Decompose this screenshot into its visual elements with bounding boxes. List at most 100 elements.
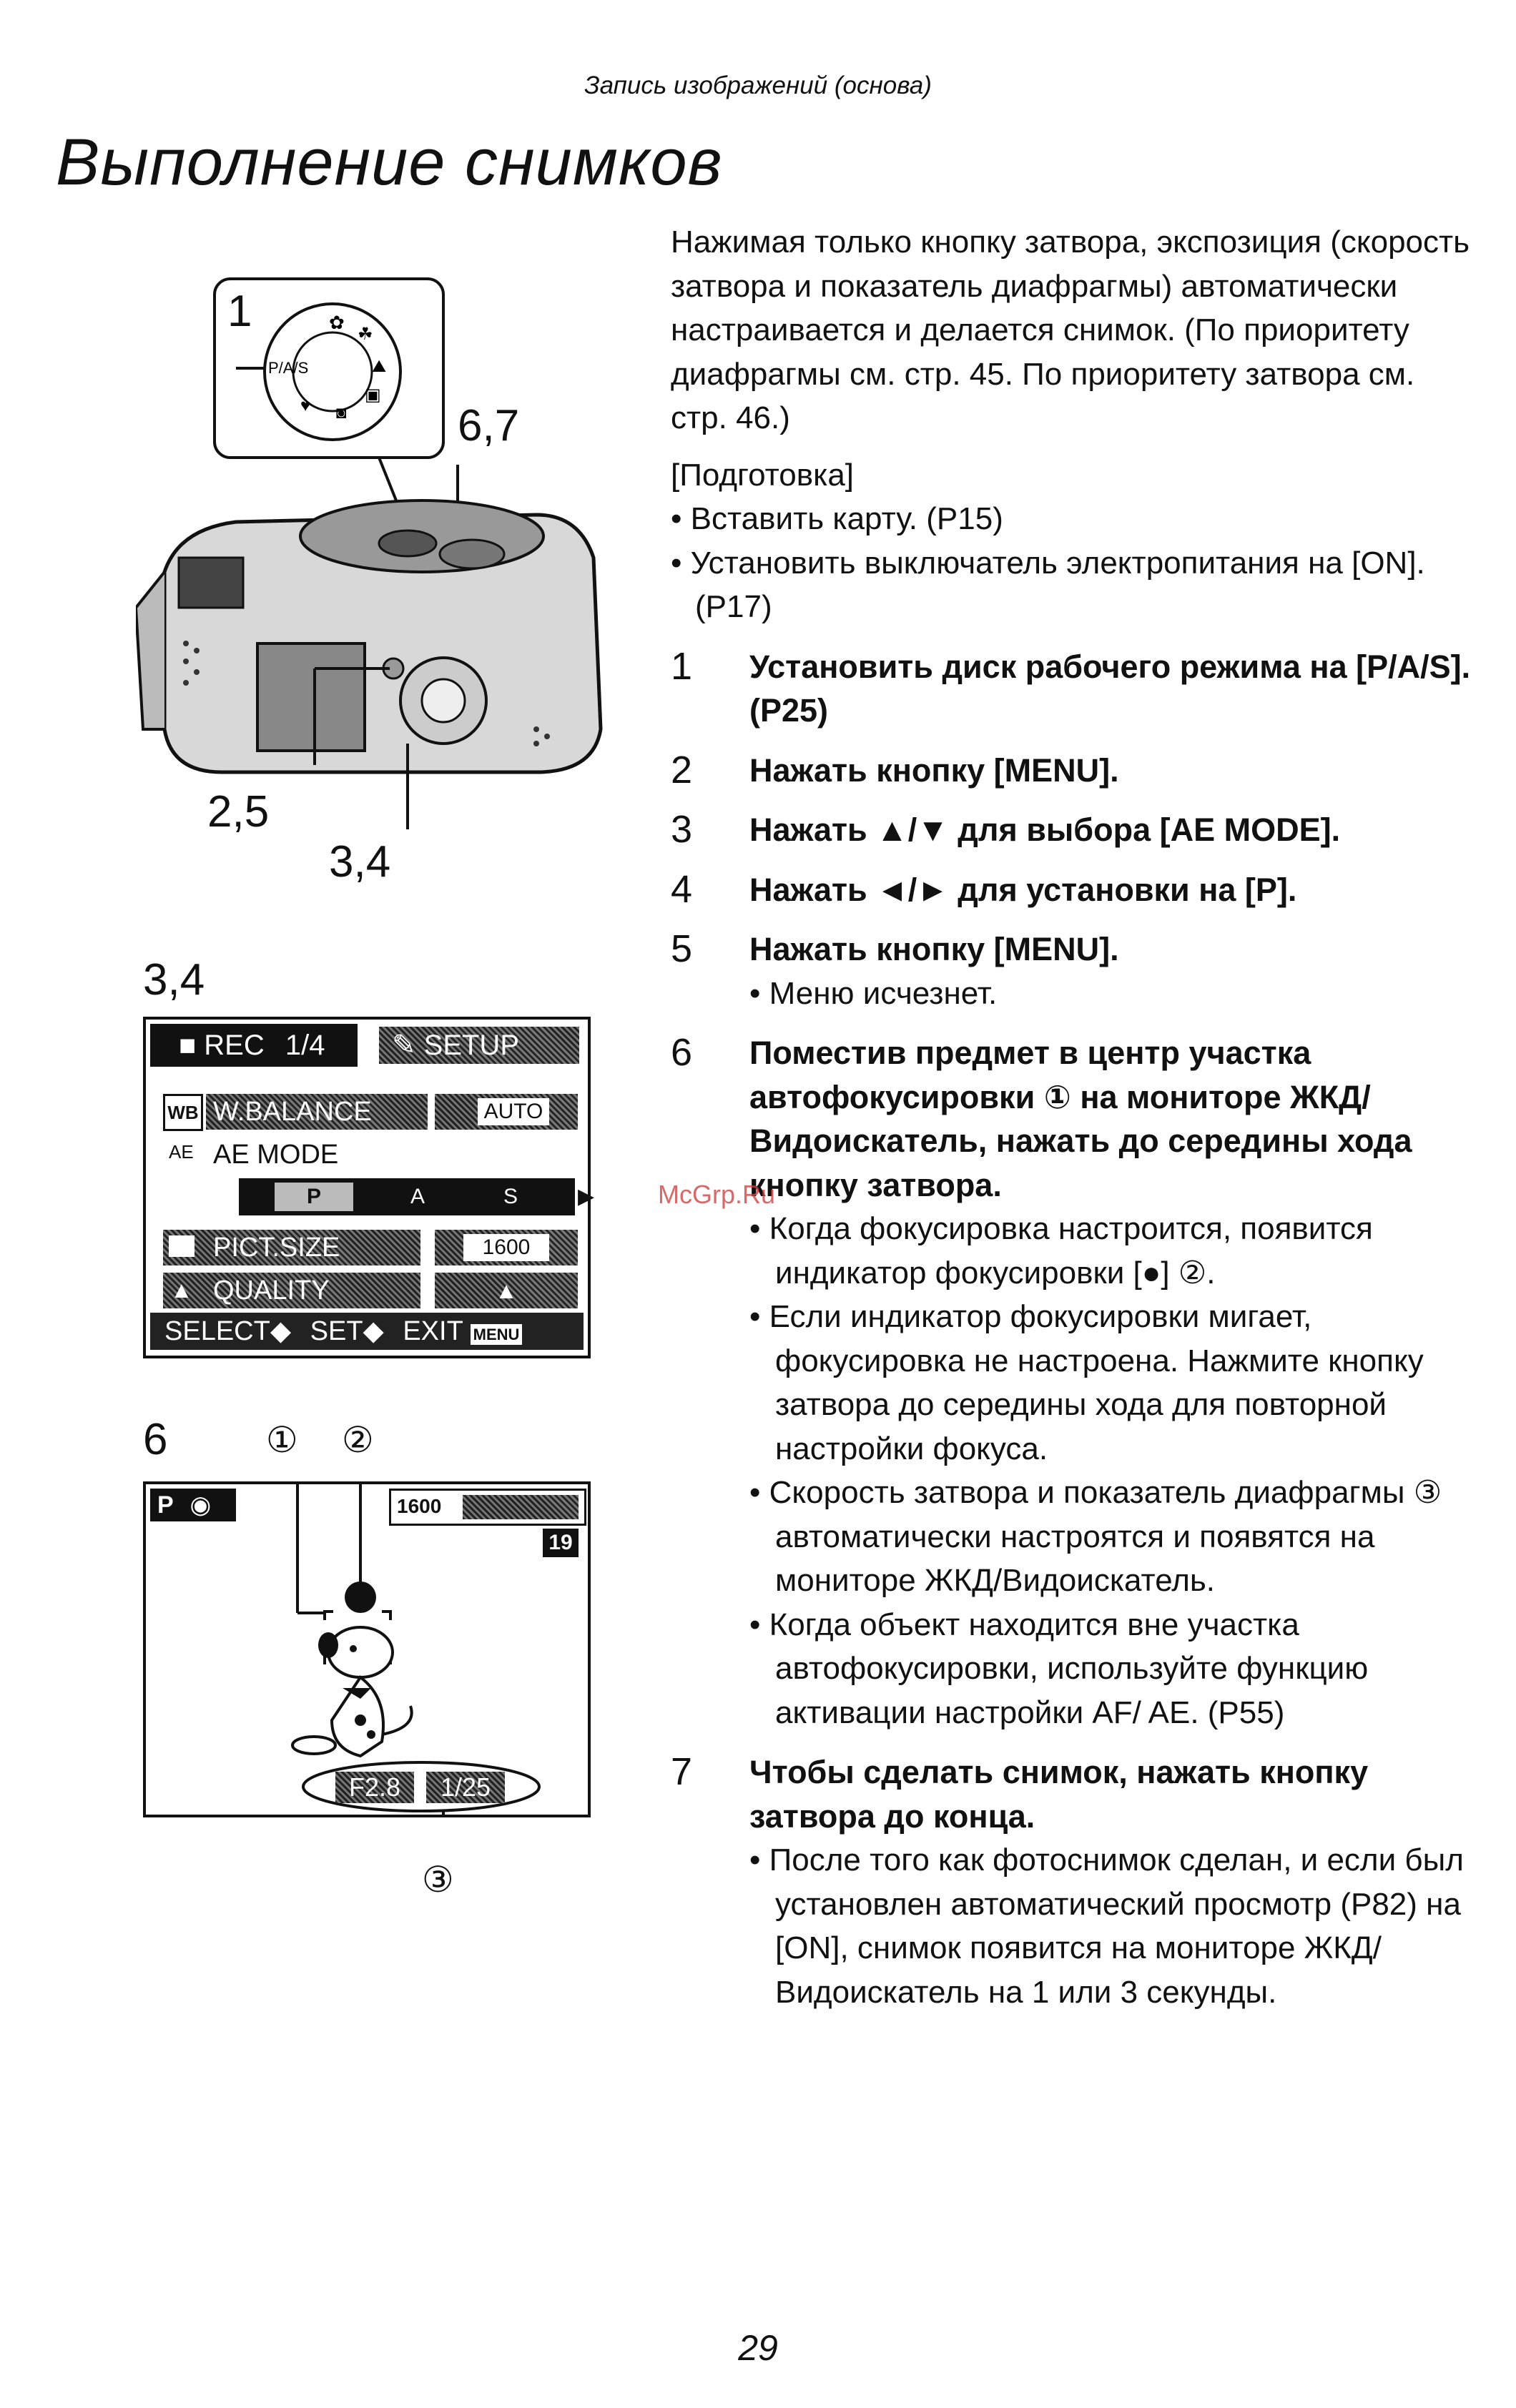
step-number: 1 xyxy=(671,644,693,688)
menu-item-label: W.BALANCE xyxy=(206,1094,428,1130)
wb-value: AUTO xyxy=(478,1098,549,1125)
tab-rec[interactable]: REC xyxy=(204,1030,265,1061)
instructions: Нажимая только кнопку затвора, экспозици… xyxy=(671,220,1472,2014)
step-title: Установить диск рабочего режима на [P/A/… xyxy=(749,648,1471,729)
mode-indicator: P xyxy=(157,1491,174,1519)
dial-mode-label: P/A/S xyxy=(268,359,308,377)
svg-text:⛰: ⛰ xyxy=(372,357,386,376)
lcd-illustration xyxy=(291,1484,541,1815)
callout-keys: 3,4 xyxy=(329,837,391,887)
step-number: 5 xyxy=(671,927,693,970)
pictsize-value: 1600 xyxy=(463,1234,549,1261)
menu-item-label: AE MODE xyxy=(213,1140,339,1170)
step-bullet-text: Скорость затвора и показатель диафрагмы … xyxy=(769,1475,1442,1598)
svg-text:♥: ♥ xyxy=(300,396,310,415)
focus-indicator xyxy=(345,1582,376,1613)
step-bullet: • Когда объект находится вне участка авт… xyxy=(749,1607,1369,1730)
wrench-icon: ✎ xyxy=(392,1030,416,1061)
menu-row-wbalance[interactable]: WB W.BALANCE AUTO xyxy=(156,1091,581,1131)
step-number: 6 xyxy=(671,1031,693,1074)
step-number: 2 xyxy=(671,748,693,791)
svg-text:▣: ▣ xyxy=(365,385,381,405)
camera-icon: ■ xyxy=(179,1030,197,1061)
step-2: 2 Нажать кнопку [MENU]. xyxy=(671,749,1472,793)
wb-icon: WB xyxy=(163,1094,203,1131)
step-bullet-text: Если индикатор фокусировки мигает, фокус… xyxy=(769,1299,1424,1466)
menu-footer: SELECT◆ SET◆ EXIT MENU xyxy=(150,1313,584,1350)
callout-1: ① xyxy=(266,1420,298,1460)
footer-select: SELECT xyxy=(164,1316,270,1346)
lcd-figure-label: 6 xyxy=(143,1415,168,1464)
step-bullet-text: Когда фокусировка настроится, появится и… xyxy=(769,1211,1373,1291)
ae-mode-options[interactable]: P A S xyxy=(239,1178,575,1215)
step-1: 1 Установить диск рабочего режима на [P/… xyxy=(671,645,1472,733)
quality-value-icon: ▲ xyxy=(435,1273,578,1308)
step-bullet: • Когда фокусировка настроится, появится… xyxy=(749,1211,1373,1291)
ae-option-p[interactable]: P xyxy=(275,1183,353,1211)
callout-dial: 1 xyxy=(227,287,252,336)
page-title: Выполнение снимков xyxy=(56,126,723,199)
quality-icon: ▲ xyxy=(170,1277,193,1303)
step-bullet: • Если индикатор фокусировки мигает, фок… xyxy=(749,1299,1424,1466)
step-title: Нажать кнопку [MENU]. xyxy=(749,931,1119,967)
pictsize-icon xyxy=(169,1235,195,1257)
step-7: 7 Чтобы сделать снимок, нажать кнопку за… xyxy=(671,1750,1472,2014)
menu-item-label: QUALITY xyxy=(163,1273,420,1308)
menu-figure-label: 3,4 xyxy=(143,955,205,1005)
step-title: Нажать кнопку [MENU]. xyxy=(749,751,1119,789)
footer-exit: EXIT xyxy=(403,1316,463,1346)
lcd-screen: P ◉ 1600 19 F2.8 1/25 xyxy=(143,1481,591,1817)
battery-icon xyxy=(463,1495,579,1519)
step-title: Нажать ◄/► для установки на [P]. xyxy=(749,871,1297,908)
step-title: Чтобы сделать снимок, нажать кнопку затв… xyxy=(749,1754,1369,1835)
ae-option-a[interactable]: A xyxy=(410,1185,425,1208)
ae-icon: AE xyxy=(169,1141,194,1163)
svg-text:☘: ☘ xyxy=(358,325,373,344)
step-number: 7 xyxy=(671,1750,693,1793)
menu-screen: ■ REC 1/4 ✎ SETUP WB W.BALANCE AUTO AE A… xyxy=(143,1017,595,1358)
size-indicator: 1600 xyxy=(397,1495,442,1517)
menu-item-label: PICT.SIZE xyxy=(163,1230,420,1265)
step-4: 4 Нажать ◄/► для установки на [P]. xyxy=(671,868,1472,912)
step-title: Нажать ▲/▼ для выбора [AE MODE]. xyxy=(749,811,1341,848)
watermark: McGrp.Ru xyxy=(658,1180,776,1209)
intro-text: Нажимая только кнопку затвора, экспозици… xyxy=(671,224,1470,435)
callout-menu: 2,5 xyxy=(207,787,270,837)
menu-row-aemode[interactable]: AE AE MODE xyxy=(156,1134,581,1174)
prep-item: • Установить выключатель электропитания … xyxy=(671,545,1425,625)
callout-shutter: 6,7 xyxy=(458,401,520,450)
step-number: 3 xyxy=(671,808,693,851)
prep-item: • Вставить карту. (P15) xyxy=(671,501,1003,536)
step-number: 4 xyxy=(671,867,693,911)
step-bullet: • Меню исчезнет. xyxy=(749,975,998,1011)
step-bullet: • После того как фотоснимок сделан, и ес… xyxy=(749,1842,1464,2010)
camera-figure: P/A/S ✿ ☘ ⛰ ▣ ◙ ♥ 1 6,7 2,5 3 xyxy=(134,272,622,887)
page-number: 29 xyxy=(738,2328,778,2368)
menu-tabs: ■ REC 1/4 ✎ SETUP xyxy=(150,1024,584,1067)
step-6: 6 Поместив предмет в центр участка автоф… xyxy=(671,1031,1472,1735)
step-5: 5 Нажать кнопку [MENU]. • Меню исчезнет. xyxy=(671,927,1472,1015)
tab-rec-page: 1/4 xyxy=(285,1030,325,1061)
step-bullet: • Скорость затвора и показатель диафрагм… xyxy=(749,1475,1442,1598)
step-3: 3 Нажать ▲/▼ для выбора [AE MODE]. xyxy=(671,808,1472,852)
callout-3: ③ xyxy=(422,1860,454,1900)
callout-2: ② xyxy=(342,1420,374,1460)
step-bullet-text: Когда объект находится вне участка автоф… xyxy=(769,1607,1369,1730)
ae-option-s[interactable]: S xyxy=(503,1185,518,1208)
tab-setup[interactable]: SETUP xyxy=(423,1030,519,1061)
prep-item-text: Вставить карту. (P15) xyxy=(690,501,1003,536)
frames-remaining: 19 xyxy=(543,1529,579,1557)
aperture-value: F2.8 xyxy=(335,1772,414,1803)
step-title: Поместив предмет в центр участка автофок… xyxy=(749,1035,1412,1203)
menu-row-pictsize[interactable]: PICT.SIZE 1600 xyxy=(156,1227,581,1267)
stabilizer-icon: ◉ xyxy=(190,1491,212,1519)
step-bullet-text: После того как фотоснимок сделан, и если… xyxy=(769,1842,1464,2010)
prep-item-text: Установить выключатель электропитания на… xyxy=(690,545,1425,625)
menu-row-quality[interactable]: QUALITY ▲ ▲ xyxy=(156,1270,581,1310)
shutter-speed: 1/25 xyxy=(426,1772,505,1803)
menu-key-icon: MENU xyxy=(470,1324,523,1345)
up-down-icon: ◆ xyxy=(270,1316,292,1346)
svg-text:◙: ◙ xyxy=(336,403,347,423)
left-right-icon: ◆ xyxy=(363,1316,384,1346)
arrow-right-icon: ▶ xyxy=(578,1185,595,1208)
